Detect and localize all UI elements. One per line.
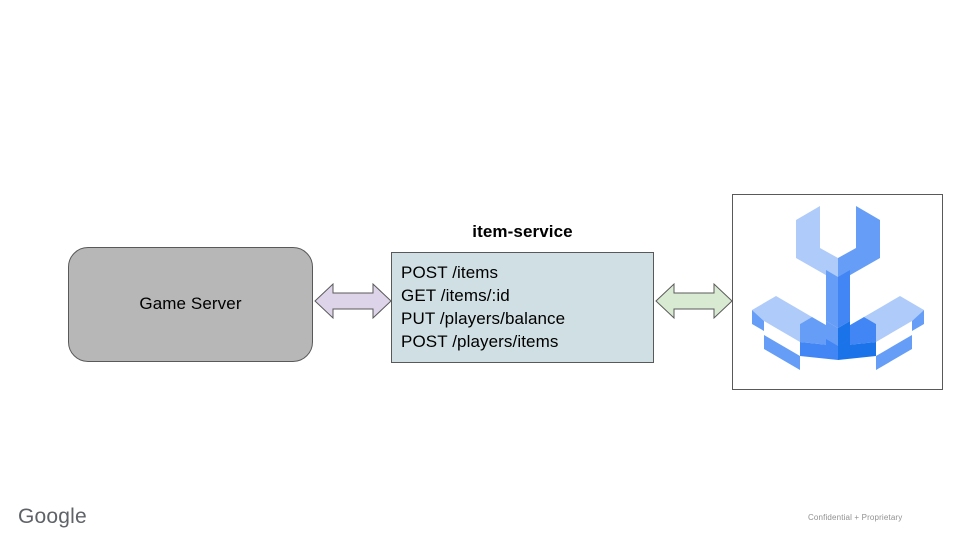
isometric-wrench-icon xyxy=(751,206,924,370)
connector-game-server-to-item-service[interactable] xyxy=(314,281,392,321)
double-arrow-shape xyxy=(314,282,392,320)
confidentiality-notice: Confidential + Proprietary xyxy=(808,513,903,522)
node-item-service[interactable]: POST /items GET /items/:id PUT /players/… xyxy=(391,252,654,363)
google-logo: Google xyxy=(18,505,87,528)
node-game-server-label: Game Server xyxy=(139,294,242,314)
endpoint-item-1: GET /items/:id xyxy=(401,286,510,305)
endpoint-item-2: PUT /players/balance xyxy=(401,309,566,328)
connector-item-service-to-tool-image[interactable] xyxy=(655,281,733,321)
endpoint-item-0: POST /items xyxy=(401,263,499,282)
endpoint-item-3: POST /players/items xyxy=(401,332,559,351)
image-frame-tool[interactable] xyxy=(732,194,943,390)
node-item-service-title: item-service xyxy=(472,222,573,241)
node-game-server[interactable]: Game Server xyxy=(68,247,313,362)
double-arrow-shape xyxy=(655,282,733,320)
